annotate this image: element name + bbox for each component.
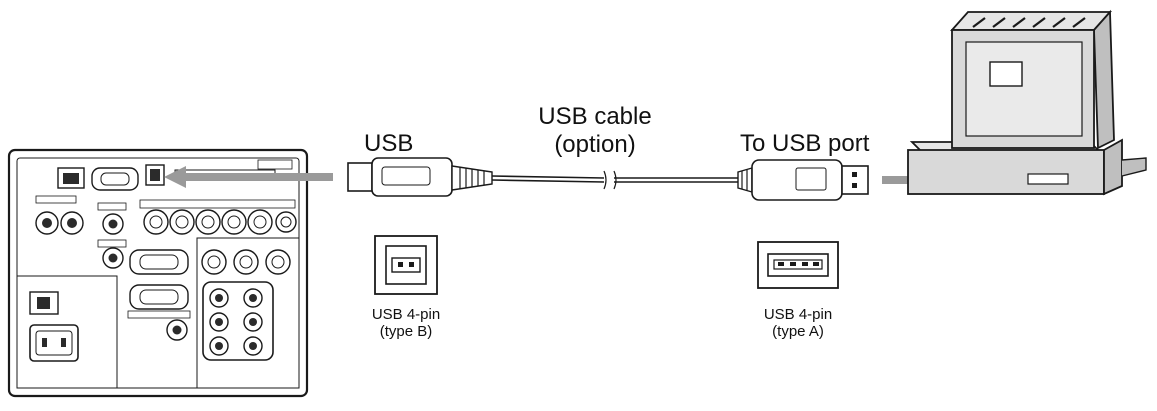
usb-type-b-plug	[347, 157, 493, 197]
usb-type-a-caption-line2: (type A)	[772, 323, 824, 340]
usb-type-b-caption-line2: (type B)	[379, 323, 433, 340]
usb-type-b-port-symbol	[374, 235, 438, 295]
rca-jacks-block	[202, 281, 274, 361]
usb-label: USB	[364, 130, 414, 157]
bnc-connectors-row-1	[139, 199, 297, 235]
vga-port-2-icon	[127, 284, 191, 319]
usb-type-b-caption-line1: USB 4-pin	[371, 306, 441, 323]
bnc-connectors-row-2	[201, 249, 291, 275]
usb-type-b-caption: USB 4-pin (type B)	[356, 306, 456, 340]
usb-cable-label-line1: USB cable	[538, 103, 652, 130]
usb-type-a-plug	[737, 159, 869, 201]
vga-port-1-icon	[129, 249, 189, 275]
usb-cable	[347, 157, 869, 201]
audio-jacks-icon	[97, 202, 188, 341]
usb-cable-label: USB cable (option)	[525, 103, 665, 159]
usb-cable-label-line2: (option)	[554, 131, 636, 158]
projector-usb-port-icon	[145, 164, 165, 186]
power-section	[16, 275, 118, 389]
usb-type-a-caption: USB 4-pin (type A)	[748, 306, 848, 340]
computer-illustration	[907, 9, 1147, 196]
usb-type-a-port-symbol	[757, 241, 839, 289]
remote-jacks-icon	[35, 195, 84, 235]
arrow-into-projector	[164, 166, 333, 188]
control-port-icon	[91, 167, 139, 191]
usb-type-a-caption-line1: USB 4-pin	[763, 306, 833, 323]
to-usb-port-label: To USB port	[740, 130, 870, 157]
projector-rear-panel	[7, 148, 309, 398]
lan-port-icon	[57, 167, 85, 189]
